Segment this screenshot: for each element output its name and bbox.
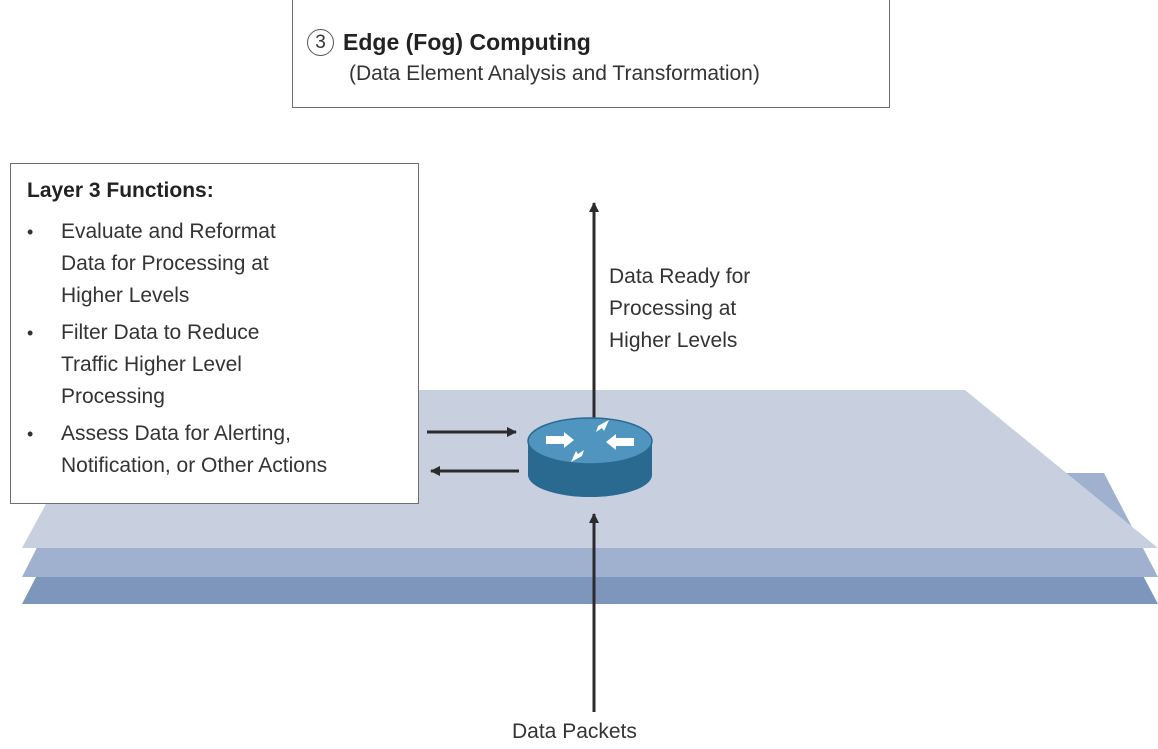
functions-panel: Layer 3 Functions: • Evaluate and Reform… [10, 163, 419, 504]
functions-title: Layer 3 Functions: [27, 179, 214, 202]
function-item: • Filter Data to Reduce Traffic Higher L… [27, 317, 327, 413]
function-item-text: Evaluate and Reformat Data for Processin… [61, 220, 276, 307]
layer-subtitle: (Data Element Analysis and Transformatio… [349, 62, 760, 85]
layer-heading: 3 Edge (Fog) Computing [307, 29, 591, 56]
output-flow-label: Data Ready for Processing at Higher Leve… [609, 265, 751, 352]
layer-name: Edge (Fog) Computing [343, 29, 591, 55]
layer-number-badge: 3 [307, 29, 334, 56]
function-item: • Evaluate and Reformat Data for Process… [27, 216, 327, 312]
bullet-icon: • [27, 222, 34, 242]
functions-list: • Evaluate and Reformat Data for Process… [27, 216, 327, 487]
layer-heading-box: 3 Edge (Fog) Computing (Data Element Ana… [292, 0, 890, 108]
input-flow-label: Data Packets [512, 720, 637, 743]
bullet-icon: • [27, 323, 34, 343]
router-icon [527, 417, 653, 497]
function-item: • Assess Data for Alerting, Notification… [27, 418, 327, 482]
bullet-icon: • [27, 424, 34, 444]
function-item-text: Filter Data to Reduce Traffic Higher Lev… [61, 321, 260, 408]
function-item-text: Assess Data for Alerting, Notification, … [61, 422, 328, 477]
